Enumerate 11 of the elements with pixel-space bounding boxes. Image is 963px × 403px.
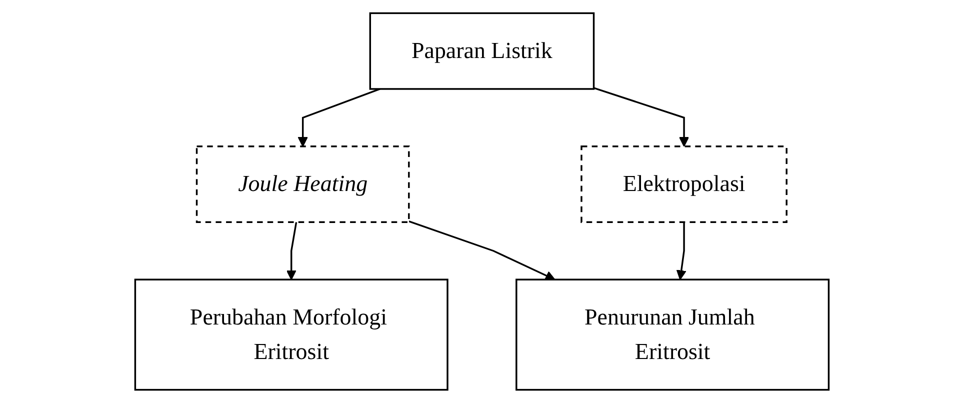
node-box	[134, 278, 448, 391]
arrow	[593, 87, 689, 147]
node-box	[368, 12, 594, 90]
arrow	[676, 222, 686, 280]
arrow	[408, 220, 555, 280]
node-box	[580, 146, 787, 224]
flowchart-drawing: Paparan Listrik Joule Heating Elektropolasi Perubahan Morfologi Eritrosit Penurunan Jumlah Eritrosit	[126, 4, 838, 399]
node-box	[195, 146, 410, 224]
node-box	[515, 278, 830, 391]
arrow	[297, 88, 380, 147]
arrow	[286, 222, 297, 280]
